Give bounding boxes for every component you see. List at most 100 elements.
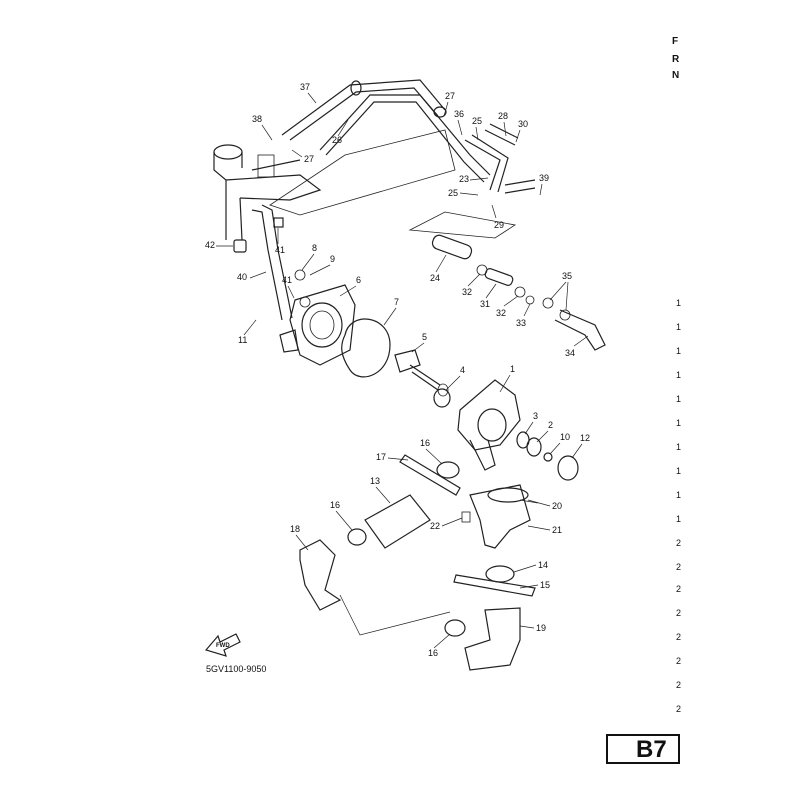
hose-18 [299, 539, 342, 611]
label-1: 1 [510, 364, 515, 374]
reference-plane [269, 129, 456, 216]
side-ref: 1 [676, 418, 682, 428]
side-ref: 1 [676, 346, 682, 356]
label-13: 13 [370, 476, 380, 486]
fwd-label: FWD [216, 643, 230, 649]
label-16a: 16 [420, 438, 430, 448]
label-33: 33 [516, 318, 526, 328]
page-id-text: B7 [636, 736, 667, 763]
thermostat-cover [461, 484, 531, 549]
reference-plane-2 [408, 211, 517, 239]
label-19: 19 [536, 623, 546, 633]
page-id-box: B7 [606, 734, 680, 764]
label-37: 37 [300, 82, 310, 92]
header-letter-r: R [672, 54, 680, 65]
label-25a: 25 [472, 116, 482, 126]
side-ref: 1 [676, 514, 682, 524]
label-38: 38 [252, 114, 262, 124]
side-ref: 1 [676, 322, 682, 332]
label-35: 35 [562, 271, 572, 281]
label-14: 14 [538, 560, 548, 570]
hose-40 [233, 204, 293, 321]
callouts: 1 2 3 4 5 6 7 8 9 10 11 12 13 14 15 16 1… [205, 82, 590, 658]
label-6: 6 [356, 275, 361, 285]
label-2: 2 [548, 420, 553, 430]
label-41a: 41 [275, 245, 285, 255]
label-23: 23 [459, 174, 469, 184]
label-41b: 41 [282, 275, 292, 285]
clamp-16b [347, 528, 367, 546]
side-ref: 1 [676, 490, 682, 500]
seal-4 [433, 388, 451, 408]
filter-assembly [431, 234, 606, 351]
side-ref: 2 [676, 680, 682, 690]
connector-line [339, 594, 451, 636]
bracket-15 [453, 574, 536, 597]
side-ref: 2 [676, 562, 682, 572]
bearing-2 [526, 437, 542, 457]
label-34: 34 [565, 348, 575, 358]
side-ref: 2 [676, 656, 682, 666]
label-27b: 27 [304, 154, 314, 164]
clamp-16c [444, 619, 466, 637]
label-3: 3 [533, 411, 538, 421]
label-9: 9 [330, 254, 335, 264]
clamp-16a [436, 461, 460, 479]
label-17: 17 [376, 452, 386, 462]
upper-hoses [281, 79, 491, 183]
label-21: 21 [552, 525, 562, 535]
right-pipes [464, 123, 536, 194]
header-letter-n: N [672, 70, 680, 81]
label-5: 5 [422, 332, 427, 342]
side-ref: 2 [676, 608, 682, 618]
side-ref: 2 [676, 632, 682, 642]
pump-housing [457, 379, 521, 471]
fwd-arrow-icon: FWD [204, 633, 241, 657]
side-ref: 1 [676, 394, 682, 404]
elbow-19 [464, 607, 521, 671]
o-ring-12 [557, 455, 579, 481]
label-32a: 32 [462, 287, 472, 297]
side-ref: 1 [676, 442, 682, 452]
label-29: 29 [494, 220, 504, 230]
label-40: 40 [237, 272, 247, 282]
side-ref: 1 [676, 370, 682, 380]
label-4: 4 [460, 365, 465, 375]
header-letter-f: F [672, 36, 679, 47]
label-8: 8 [312, 243, 317, 253]
side-ref: 1 [676, 298, 682, 308]
side-ref: 2 [676, 704, 682, 714]
label-20: 20 [552, 501, 562, 511]
label-16b: 16 [330, 500, 340, 510]
washer-10 [543, 452, 553, 462]
label-32b: 32 [496, 308, 506, 318]
label-36: 36 [454, 109, 464, 119]
label-28: 28 [498, 111, 508, 121]
side-ref: 1 [676, 466, 682, 476]
diagram-code: 5GV1100-9050 [206, 664, 267, 674]
label-26: 26 [332, 135, 342, 145]
label-15: 15 [540, 580, 550, 590]
clamp-14 [485, 565, 515, 583]
frame-bracket [213, 144, 322, 241]
label-16c: 16 [428, 648, 438, 658]
label-11: 11 [238, 335, 247, 345]
label-18: 18 [290, 524, 300, 534]
label-24: 24 [430, 273, 440, 283]
connector-line [519, 499, 539, 504]
side-ref: 2 [676, 584, 682, 594]
o-ring-7 [341, 318, 391, 378]
pump-cover [279, 269, 356, 366]
bracket-17 [399, 454, 461, 496]
side-ref: 2 [676, 538, 682, 548]
label-39: 39 [539, 173, 549, 183]
label-22: 22 [430, 521, 440, 531]
label-10: 10 [560, 432, 570, 442]
hose-13 [364, 494, 431, 549]
label-42: 42 [205, 240, 215, 250]
label-7: 7 [394, 297, 399, 307]
label-30: 30 [518, 119, 528, 129]
label-31: 31 [480, 299, 490, 309]
label-27a: 27 [445, 91, 455, 101]
